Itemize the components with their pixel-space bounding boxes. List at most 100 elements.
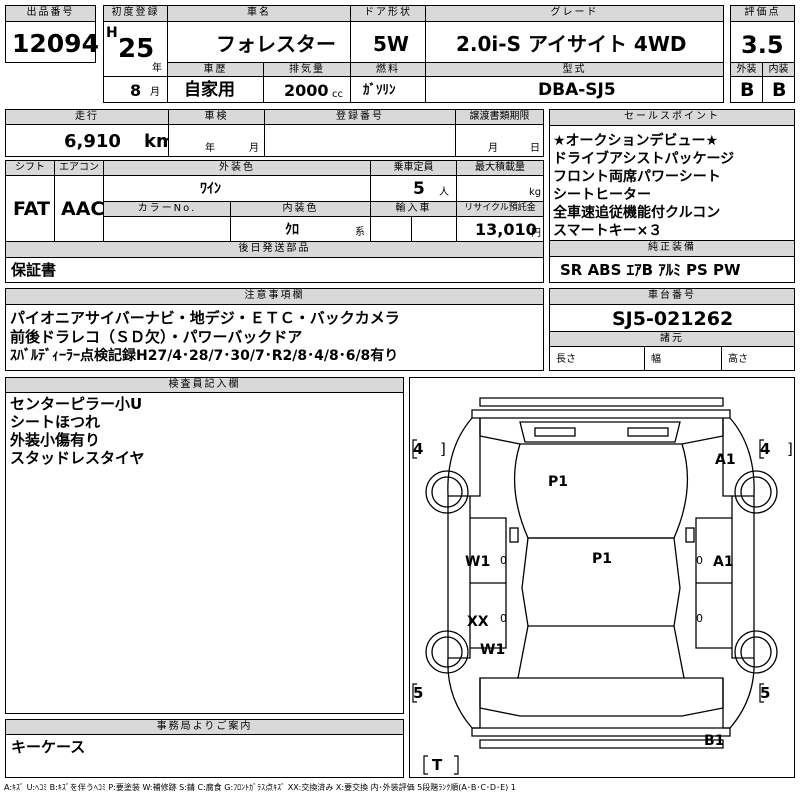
- notes-label: 注意事項欄: [5, 288, 544, 305]
- svg-text:]: ]: [787, 440, 793, 458]
- width-label: 幅: [651, 354, 661, 365]
- sales-points-list: ★オークションデビュー★ ドライブアシストパッケージ フロント両席パワーシート …: [553, 132, 734, 240]
- svg-text:]: ]: [440, 440, 446, 458]
- inspector-list: センターピラー小U シートほつれ 外装小傷有り スタッドレスタイヤ: [10, 395, 145, 467]
- mileage-label: 走行: [5, 109, 169, 125]
- car-name-label: 車名: [167, 5, 351, 22]
- first-reg-year-unit: 年: [152, 63, 162, 74]
- recycle-cell: 13,010 円: [456, 216, 544, 242]
- int-score: B: [772, 79, 787, 101]
- capacity-cell: 5 人: [370, 175, 457, 202]
- tire-grade-rear-left: 5: [413, 684, 423, 702]
- reg-number-label: 登録番号: [264, 109, 456, 125]
- recycle-unit: 円: [531, 228, 541, 239]
- sales-point: シートヒーター: [553, 187, 651, 203]
- car-name-cell: フォレスター: [167, 21, 351, 63]
- chassis-cell: SJ5-021262: [549, 304, 795, 332]
- import-cell-a: [370, 216, 412, 242]
- tire-grades: 4 4 5 5 T: [413, 440, 770, 774]
- inspector-label: 検査員記入欄: [5, 377, 404, 393]
- tire-grade-rear-right: 5: [760, 684, 770, 702]
- displacement-cell: 2000 cc: [263, 76, 351, 103]
- ext-score-label: 外装: [730, 62, 763, 77]
- sales-point: ★オークションデビュー★: [553, 133, 719, 149]
- later-parts: 保証書: [11, 261, 57, 279]
- interior-color-label: 内装色: [230, 201, 371, 217]
- first-reg-month-cell: 8 月: [103, 76, 168, 103]
- chassis-number: SJ5-021262: [612, 308, 734, 330]
- inspection-year-unit: 年: [205, 143, 215, 154]
- reg-number-cell: [264, 124, 456, 157]
- note-line: パイオニアサイバーナビ・地デジ・ＥＴＣ・バックカメラ: [10, 309, 400, 327]
- door-cell: 5W: [350, 21, 426, 63]
- model-code-label: 型式: [425, 62, 724, 77]
- mileage-cell: 6,910 km: [5, 124, 175, 157]
- max-load-label: 最大積載量: [456, 160, 544, 176]
- office-note: キーケース: [11, 738, 86, 756]
- height-cell: 高さ: [721, 346, 795, 371]
- sales-point: 全車速追従機能付クルコン: [553, 205, 721, 221]
- recycle-label: リサイクル預託金: [456, 201, 544, 217]
- shift-label: シフト: [5, 160, 55, 176]
- capacity: 5: [413, 179, 425, 199]
- model-code-cell: DBA-SJ5: [425, 76, 724, 103]
- shift: FAT: [13, 198, 50, 220]
- mark-roof: P1: [592, 551, 612, 567]
- interior-color-suffix: 系: [355, 227, 365, 238]
- notes-list: パイオニアサイバーナビ・地デジ・ＥＴＣ・バックカメラ 前後ドラレコ（ＳＤ欠）・パ…: [10, 309, 400, 366]
- width-cell: 幅: [644, 346, 722, 371]
- exterior-color-label: 外装色: [103, 160, 371, 176]
- car-outline: [447, 397, 755, 749]
- handle-mark: 0: [500, 554, 507, 567]
- aircon-cell: AAC: [54, 175, 104, 242]
- import-cell-b: [411, 216, 457, 242]
- sales-points-box: ★オークションデビュー★ ドライブアシストパッケージ フロント両席パワーシート …: [549, 125, 795, 241]
- interior-color: ｸﾛ: [285, 222, 299, 238]
- interior-color-cell: ｸﾛ 系: [230, 216, 371, 242]
- displacement-label: 排気量: [263, 62, 351, 77]
- legend: A:ｷｽﾞ U:ﾍｺﾐ B:ｷｽﾞを伴うﾍｺﾐ P:要塗装 W:補修跡 S:錆 …: [4, 783, 516, 792]
- mark-hood: P1: [548, 474, 568, 490]
- mark-front-right: A1: [715, 452, 736, 468]
- exterior-color-cell: ﾜｲﾝ: [103, 175, 371, 202]
- mileage: 6,910: [64, 131, 121, 152]
- inspection-month-unit: 月: [249, 143, 259, 154]
- car-name: フォレスター: [216, 32, 336, 56]
- score: 3.5: [741, 31, 784, 59]
- max-load-cell: kg: [456, 175, 544, 202]
- tire-grade-spare: T: [432, 756, 443, 774]
- grade-cell: 2.0i-S アイサイト 4WD: [425, 21, 724, 63]
- inspector-line: センターピラー小U: [10, 395, 143, 413]
- capacity-label: 乗車定員: [370, 160, 457, 176]
- dimensions-label: 諸元: [549, 331, 795, 347]
- exterior-color: ﾜｲﾝ: [200, 181, 221, 197]
- displacement: 2000: [284, 81, 329, 100]
- model-code: DBA-SJ5: [538, 80, 616, 100]
- inspector-box: センターピラー小U シートほつれ 外装小傷有り スタッドレスタイヤ: [5, 392, 404, 714]
- first-reg-era: H: [106, 25, 118, 41]
- transfer-month-unit: 月: [488, 143, 498, 154]
- mileage-unit: km: [144, 131, 175, 152]
- standard-equip-label: 純正装備: [549, 240, 795, 257]
- fuel: ｶﾞｿﾘﾝ: [363, 83, 396, 98]
- sales-point: ドライブアシストパッケージ: [553, 151, 735, 167]
- score-label: 評価点: [730, 5, 795, 22]
- damage-marks: P1 P1 A1 W1 A1 XX W1 B1: [465, 452, 736, 749]
- mark-left-rear-door-b: W1: [480, 642, 505, 658]
- note-line: ｽﾊﾞﾙﾃﾞｨｰﾗｰ点検記録H27/4･28/7･30/7･R2/8･4/8･6…: [10, 348, 399, 364]
- handle-mark: 0: [500, 612, 507, 625]
- mark-left-rear-door-a: XX: [467, 614, 489, 630]
- later-parts-cell: 保証書: [5, 257, 544, 283]
- first-reg-label: 初度登録: [103, 5, 168, 22]
- int-score-label: 内装: [762, 62, 795, 77]
- handle-mark: 0: [696, 612, 703, 625]
- tires: [425, 470, 778, 674]
- first-reg-year-cell: H 25 年: [103, 21, 168, 77]
- height-label: 高さ: [728, 354, 748, 365]
- max-load-unit: kg: [529, 187, 542, 198]
- door-handles: 0 0 0 0: [500, 554, 703, 625]
- tire-bracket-close: ]]: [440, 440, 793, 458]
- aircon-label: エアコン: [54, 160, 104, 176]
- handle-mark: 0: [696, 554, 703, 567]
- first-reg-year: 25: [118, 34, 155, 64]
